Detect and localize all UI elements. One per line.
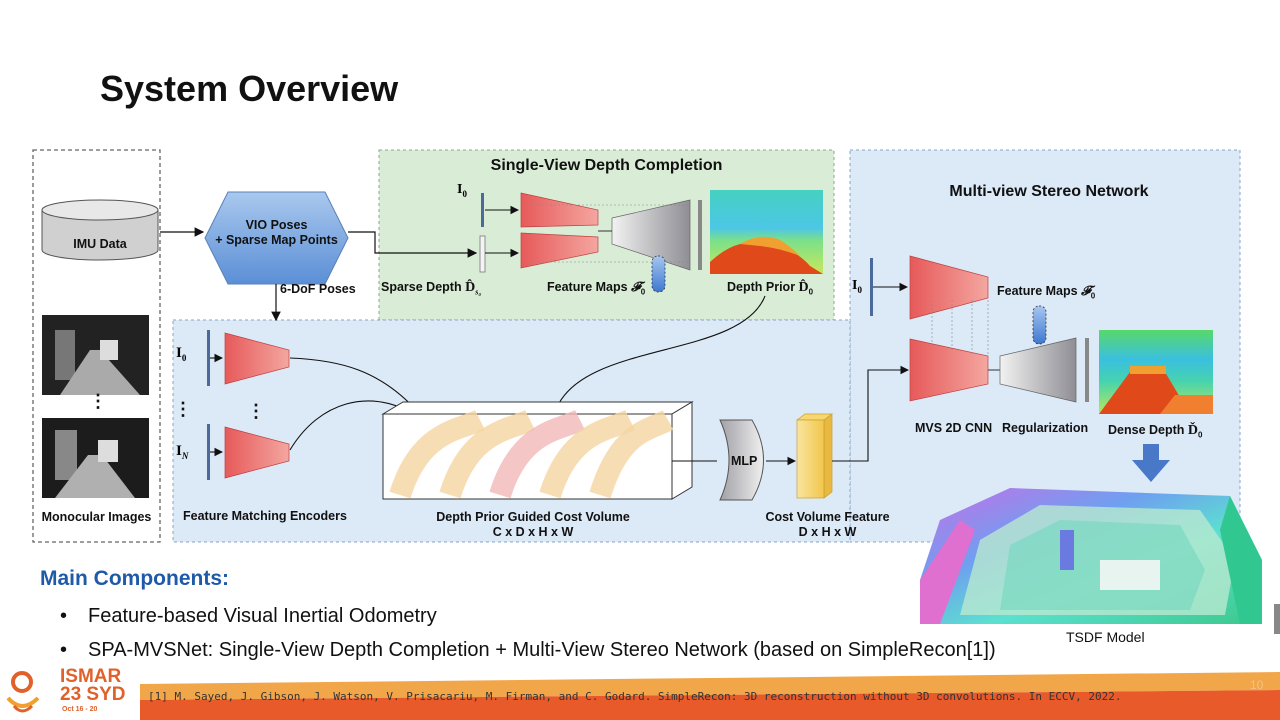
ismar-logo-icon (6, 671, 40, 713)
cost-volume-box (381, 401, 694, 500)
sv-input-i0: I0 (457, 182, 467, 199)
enc-input-in: IN (176, 443, 189, 461)
cost-volume-label-2: C x D x H x W (492, 525, 574, 539)
feature-matching-encoders-label: Feature Matching Encoders (183, 509, 347, 523)
sv-decoder (611, 199, 691, 271)
dense-depth-image (1099, 330, 1213, 414)
slide-title: System Overview (100, 68, 399, 109)
tsdf-model-label: TSDF Model (1066, 629, 1145, 645)
regularization-label: Regularization (1002, 421, 1089, 435)
mlp-label: MLP (731, 454, 758, 468)
reference-text: [1] M. Sayed, J. Gibson, J. Watson, V. P… (148, 690, 1122, 703)
cost-volume-feature-label-1: Cost Volume Feature (765, 510, 890, 524)
mlp-shape (719, 419, 764, 501)
mvs-feature-maps-label: Feature Maps 𝓕0 (997, 283, 1096, 301)
component-item-2: •SPA-MVSNet: Single-View Depth Completio… (60, 639, 996, 661)
vio-poses-label-1: VIO Poses (245, 218, 308, 232)
footer-stripe-orange (140, 672, 1280, 700)
sensor-box (32, 149, 161, 543)
dense-depth-label: Dense Depth Ď0 (1108, 423, 1203, 440)
footer-stripe-red (140, 690, 1280, 720)
ismar-logo: ISMAR 23 SYD Oct 16 - 20 (4, 666, 134, 720)
feature-maps-label: Feature Maps 𝓕0 (547, 279, 646, 297)
monocular-image-2 (42, 418, 149, 498)
mvs-encoder-top (909, 255, 989, 320)
svg-text:⋮: ⋮ (89, 391, 107, 411)
main-components-heading: Main Components: (40, 567, 229, 590)
svg-text:⋮: ⋮ (174, 399, 192, 419)
sparse-depth-label: Sparse Depth D̂s₀ (381, 280, 482, 297)
six-dof-poses-label: 6-DoF Poses (280, 282, 356, 296)
monocular-image-1 (42, 315, 149, 395)
imu-cylinder-icon (41, 199, 159, 261)
imu-data-label: IMU Data (73, 237, 127, 251)
logo-dates: Oct 16 - 20 (62, 706, 98, 713)
monocular-images-label: Monocular Images (41, 510, 152, 524)
mvs-input-i0: I0 (852, 278, 862, 295)
encoder-in (224, 426, 290, 479)
cost-volume-feature-label-2: D x H x W (798, 525, 857, 539)
sv-encoder-depth (520, 232, 599, 269)
mvs-2d-cnn-label: MVS 2D CNN (915, 421, 993, 435)
mvs-encoder-bottom (909, 338, 989, 402)
single-view-title: Single-View Depth Completion (490, 157, 723, 174)
vio-poses-label-2: + Sparse Map Points (215, 233, 338, 247)
sv-encoder-rgb (520, 192, 599, 228)
cost-volume-feature-block (795, 413, 834, 499)
tsdf-model-image (920, 488, 1262, 624)
depth-prior-image (710, 190, 823, 274)
multi-view-title: Multi-view Stereo Network (949, 183, 1149, 200)
enc-input-i0: I0 (176, 345, 187, 363)
page-number: 10 (1250, 678, 1264, 692)
encoder-i0 (224, 332, 290, 385)
svg-text:⋮: ⋮ (247, 401, 265, 421)
vio-hexagon (204, 191, 349, 285)
logo-line2: 23 SYD (60, 684, 126, 705)
component-item-1: •Feature-based Visual Inertial Odometry (60, 605, 437, 627)
mvs-decoder (999, 337, 1077, 403)
down-arrow-icon (1132, 444, 1170, 482)
cost-volume-label-1: Depth Prior Guided Cost Volume (436, 510, 630, 524)
depth-prior-label: Depth Prior D̂0 (727, 280, 814, 297)
logo-line1: ISMAR (60, 666, 122, 687)
